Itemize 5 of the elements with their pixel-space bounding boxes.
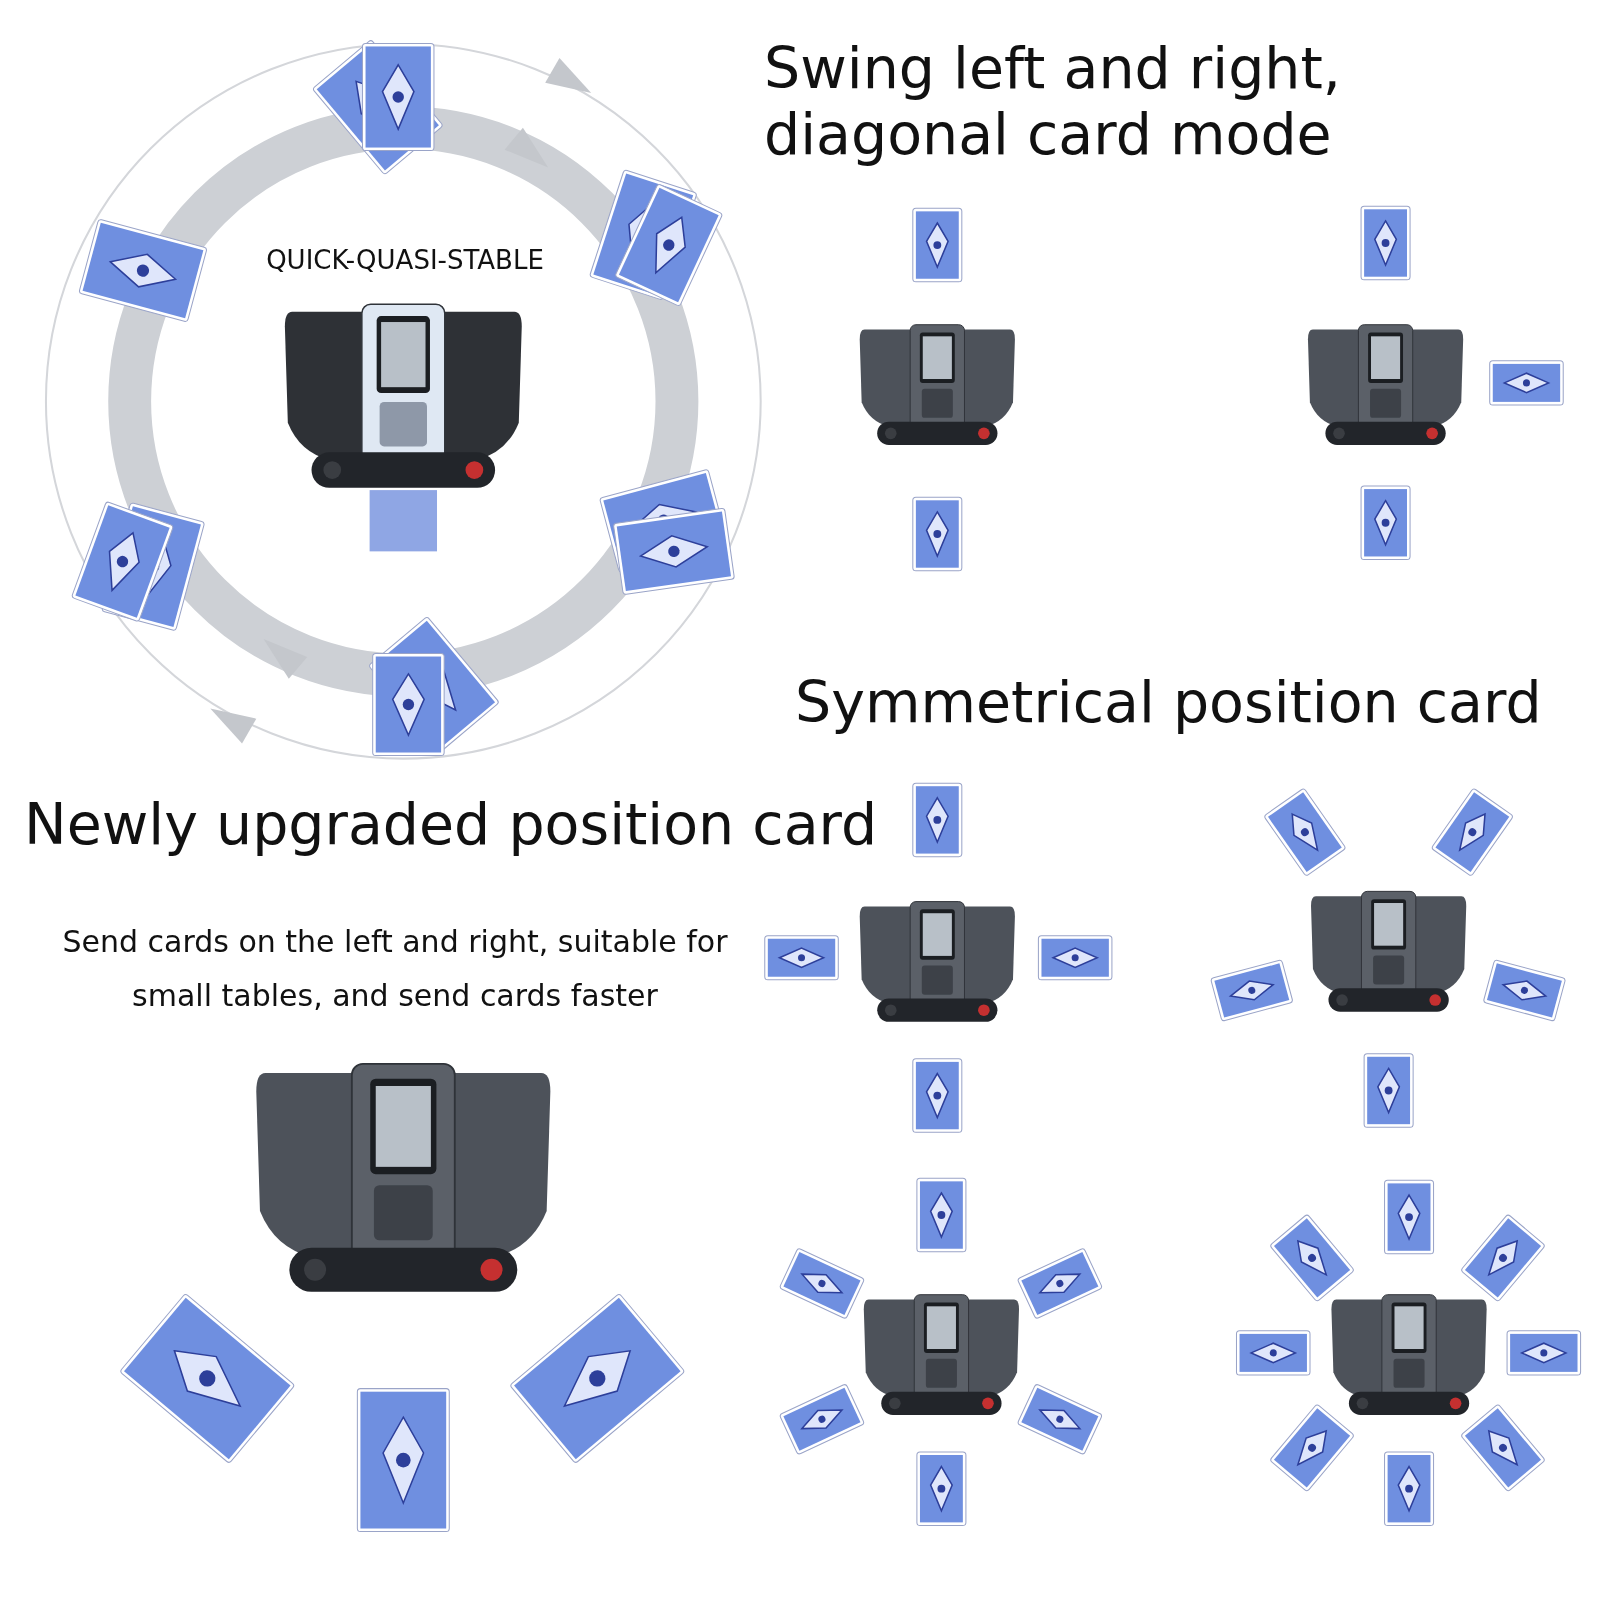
heading: Symmetrical position card xyxy=(795,670,1543,736)
mode-label: QUICK-QUASI-STABLE xyxy=(265,246,545,276)
heading: Newly upgraded position card xyxy=(24,792,879,858)
description: Send cards on the left and right, suitable for small tables, and send cards faster xyxy=(61,923,729,1015)
heading: Swing left and right, diagonal card mode xyxy=(764,36,1342,168)
